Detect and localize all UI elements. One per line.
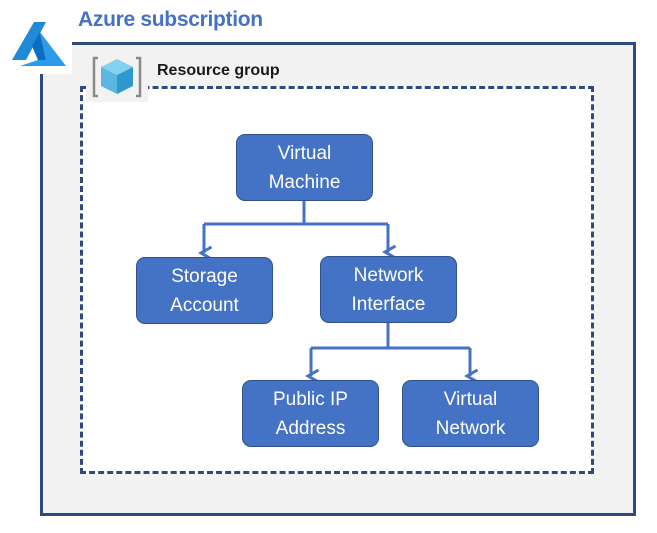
- azure-logo: [8, 16, 72, 74]
- connector-vm: [197, 201, 397, 261]
- resource-group-title: Resource group: [157, 62, 280, 79]
- node-virtual-machine-line2: Machine: [268, 171, 341, 193]
- resource-group-icon-wrap: [86, 52, 148, 102]
- azure-logo-icon: [12, 22, 66, 66]
- node-virtual-machine-line1: Virtual: [277, 142, 332, 164]
- node-network-interface-line1: Network: [353, 264, 424, 286]
- node-storage-account-line1: Storage: [171, 265, 238, 287]
- node-public-ip-address: Public IP Address: [242, 380, 379, 447]
- node-virtual-network: Virtual Network: [402, 380, 539, 447]
- node-virtual-network-line1: Virtual: [443, 388, 498, 410]
- node-network-interface-line2: Interface: [351, 293, 426, 315]
- node-public-ip-line2: Address: [275, 417, 346, 439]
- resource-group-cube-icon: [92, 56, 142, 98]
- node-virtual-network-line2: Network: [435, 417, 506, 439]
- node-storage-account-line2: Account: [170, 294, 239, 316]
- node-virtual-machine: Virtual Machine: [236, 134, 373, 201]
- node-storage-account: Storage Account: [136, 257, 273, 324]
- node-public-ip-line1: Public IP: [273, 388, 348, 410]
- connector-ni: [304, 323, 479, 384]
- subscription-title: Azure subscription: [78, 8, 263, 31]
- node-network-interface: Network Interface: [320, 256, 457, 323]
